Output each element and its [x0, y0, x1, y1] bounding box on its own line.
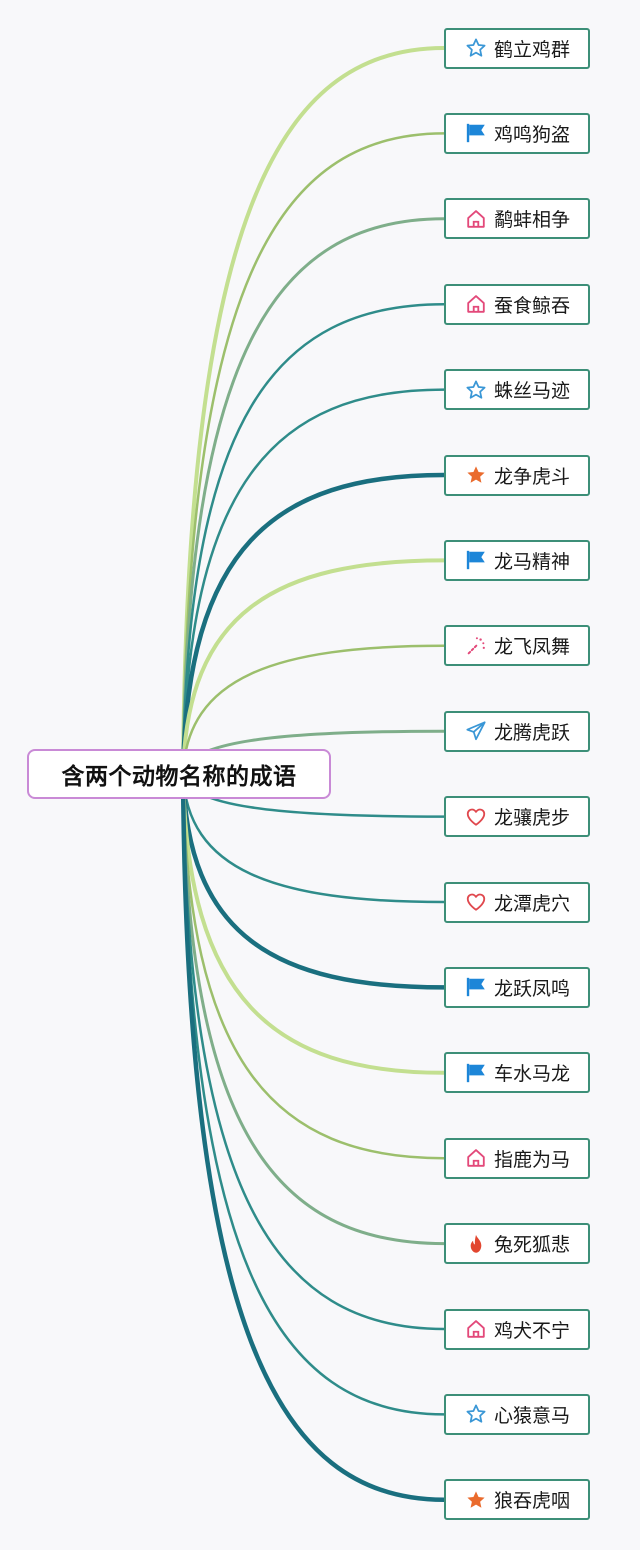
connector-line	[180, 771, 447, 1503]
connector-line	[181, 132, 446, 776]
flag-icon	[465, 1062, 487, 1084]
house-icon	[465, 208, 487, 230]
topic-node[interactable]: 龙骧虎步	[444, 796, 590, 838]
topic-node[interactable]: 龙争虎斗	[444, 454, 590, 496]
topic-node[interactable]: 指鹿为马	[444, 1137, 590, 1179]
connector-line	[181, 558, 446, 776]
topic-node[interactable]: 龙潭虎穴	[444, 881, 590, 923]
connector-line	[181, 772, 446, 1160]
paper-plane-icon	[465, 720, 487, 742]
topic-label: 龙骧虎步	[494, 807, 571, 830]
topic-node[interactable]: 龙跃凤鸣	[444, 966, 590, 1008]
topic-label: 鸡鸣狗盗	[494, 123, 571, 146]
connector-line	[180, 472, 447, 777]
topic-label: 鹤立鸡群	[494, 38, 571, 61]
topic-node[interactable]: 兔死狐悲	[444, 1223, 590, 1265]
topic-label: 蛛丝马迹	[494, 380, 571, 403]
house-icon	[465, 293, 487, 315]
flame-icon	[465, 1233, 487, 1255]
topic-node[interactable]: 鸡犬不宁	[444, 1308, 590, 1350]
star-outline-icon	[465, 37, 487, 59]
topic-label: 蚕食鲸吞	[494, 294, 571, 317]
star-solid-icon	[465, 464, 487, 486]
topic-node[interactable]: 狼吞虎咽	[444, 1479, 590, 1521]
connector-line	[181, 772, 446, 1331]
connector-line	[181, 644, 446, 776]
topic-label: 龙飞凤舞	[494, 636, 571, 659]
topic-label: 龙腾虎跃	[494, 721, 571, 744]
connector-line	[180, 771, 447, 990]
house-icon	[465, 1318, 487, 1340]
magic-wand-icon	[465, 635, 487, 657]
topic-label: 鸡犬不宁	[494, 1319, 571, 1342]
connector-line	[181, 772, 446, 1075]
heart-icon	[465, 891, 487, 913]
root-topic-label: 含两个动物名称的成语	[61, 764, 297, 790]
topic-label: 龙跃凤鸣	[494, 977, 571, 1000]
topic-node[interactable]: 蚕食鲸吞	[444, 283, 590, 325]
heart-icon	[465, 806, 487, 828]
topic-node[interactable]: 车水马龙	[444, 1052, 590, 1094]
star-outline-icon	[465, 379, 487, 401]
topic-node[interactable]: 鹬蚌相争	[444, 198, 590, 240]
star-outline-icon	[465, 1403, 487, 1425]
flag-icon	[465, 122, 487, 144]
topic-label: 龙争虎斗	[494, 465, 571, 488]
star-solid-icon	[465, 1489, 487, 1511]
house-icon	[465, 1147, 487, 1169]
connector-line	[181, 772, 446, 1246]
topic-node[interactable]: 龙飞凤舞	[444, 625, 590, 667]
topic-node[interactable]: 鹤立鸡群	[444, 27, 590, 69]
topic-label: 车水马龙	[494, 1063, 571, 1086]
connector-line	[181, 217, 446, 776]
topic-node[interactable]: 蛛丝马迹	[444, 369, 590, 411]
topic-label: 龙潭虎穴	[494, 892, 571, 915]
topic-label: 兔死狐悲	[494, 1234, 571, 1257]
topic-node[interactable]: 鸡鸣狗盗	[444, 112, 590, 154]
connector-line	[181, 772, 446, 1416]
root-topic[interactable]: 含两个动物名称的成语	[27, 749, 331, 799]
topic-label: 指鹿为马	[494, 1148, 571, 1171]
flag-icon	[465, 549, 487, 571]
topic-node[interactable]: 心猿意马	[444, 1393, 590, 1435]
connector-line	[181, 772, 446, 904]
flag-icon	[465, 976, 487, 998]
topic-label: 狼吞虎咽	[494, 1490, 571, 1513]
topic-label: 龙马精神	[494, 550, 571, 573]
connector-line	[181, 302, 446, 776]
connector-line	[181, 388, 446, 776]
topic-node[interactable]: 龙马精神	[444, 539, 590, 581]
topic-label: 心猿意马	[494, 1404, 571, 1427]
topic-label: 鹬蚌相争	[494, 209, 571, 232]
connector-line	[181, 46, 446, 776]
topic-node[interactable]: 龙腾虎跃	[444, 710, 590, 752]
